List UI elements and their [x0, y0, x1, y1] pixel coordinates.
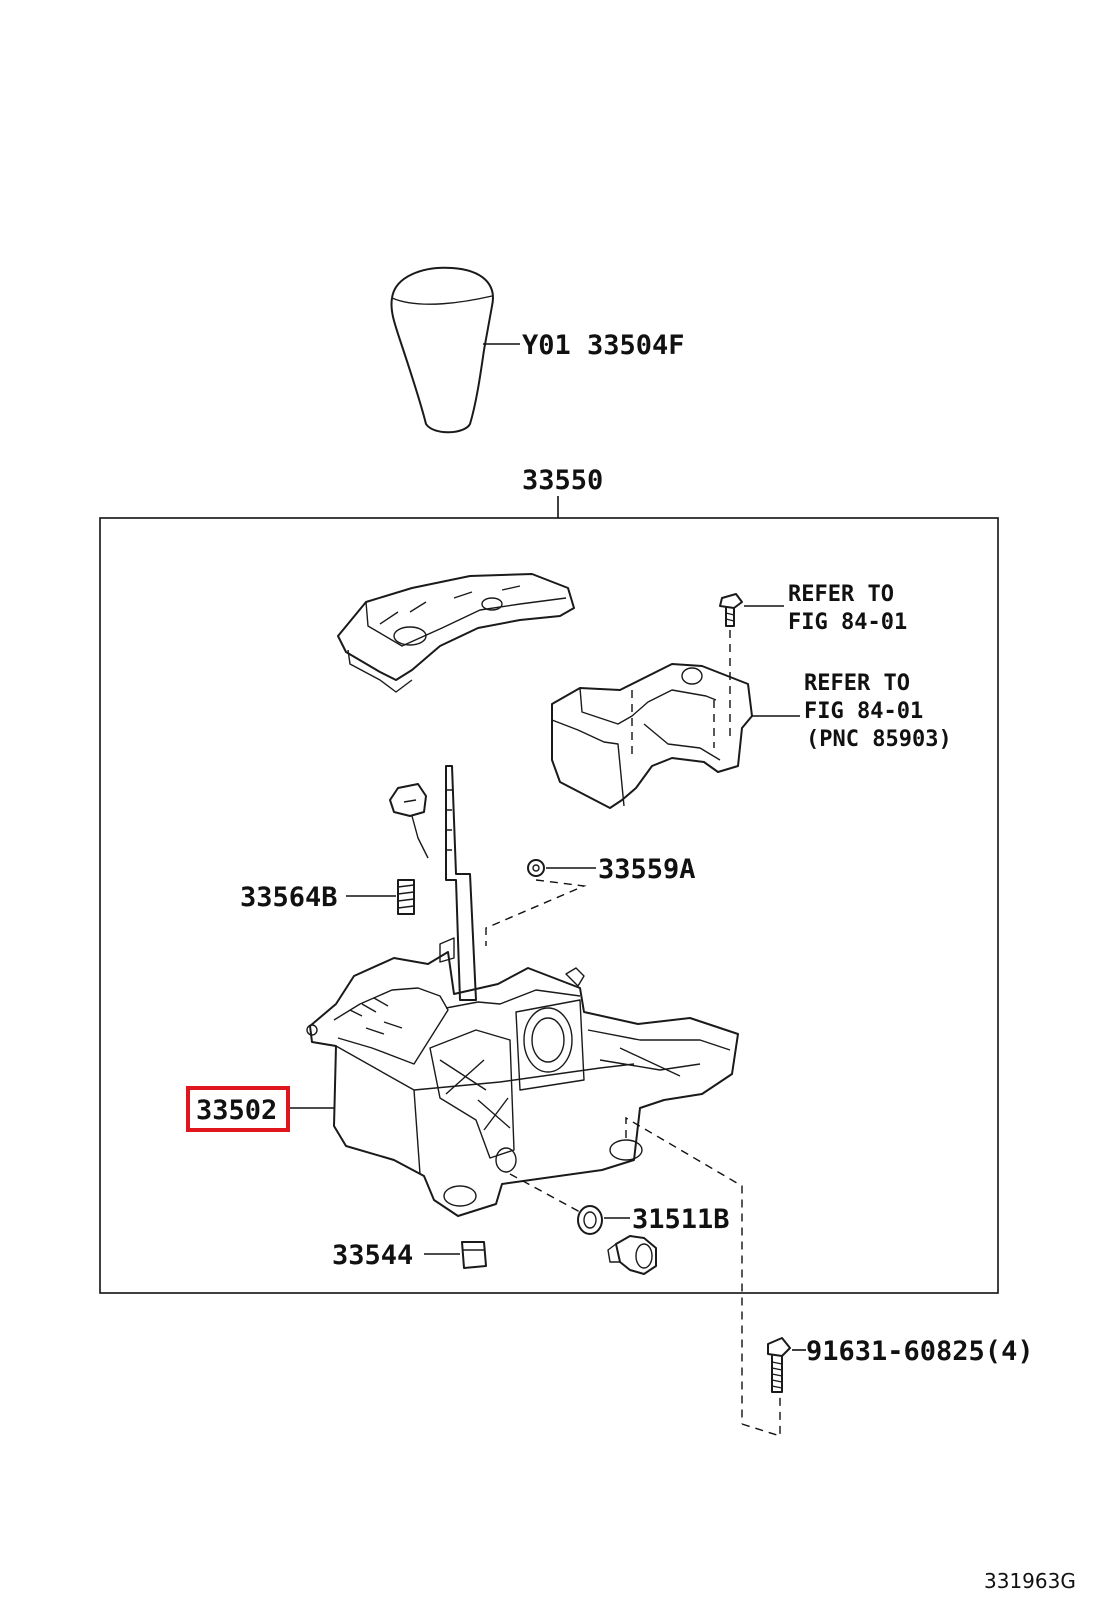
diagram-id: 331963G [984, 1569, 1076, 1593]
label-bushing: 31511B [632, 1204, 730, 1235]
label-knob: Y01 33504F [522, 330, 685, 361]
indicator-plate-part [337, 573, 575, 693]
screw-part [719, 593, 743, 627]
dash-pin [485, 879, 587, 946]
label-refer-screw-2: FIG 84-01 [788, 610, 907, 635]
dash-housing-to-bolt [625, 1116, 743, 1424]
assembly-frame [99, 517, 999, 1294]
dash-bushing [509, 1173, 581, 1213]
label-pin: 33559A [598, 854, 696, 885]
label-refer-screw-1: REFER TO [788, 582, 894, 607]
shift-lock-unit-part [551, 663, 753, 809]
pin-part [527, 859, 545, 877]
label-bolt: 91631-60825(4) [806, 1336, 1034, 1367]
label-spring: 33564B [240, 882, 338, 913]
dash-bolt-lower [741, 1396, 781, 1437]
shift-lever-housing-part [306, 937, 739, 1217]
label-housing: 33502 [196, 1095, 277, 1126]
stopper-part [461, 1241, 487, 1269]
label-assembly: 33550 [522, 465, 603, 496]
shift-lever-part [445, 765, 477, 1001]
label-stopper: 33544 [332, 1240, 413, 1271]
spring-part [397, 879, 415, 915]
shift-knob-part [390, 266, 494, 434]
bushing-part [577, 1205, 603, 1235]
clip-part [389, 783, 429, 859]
label-refer-unit-2: FIG 84-01 [804, 699, 923, 724]
label-refer-unit-3: (PNC 85903) [806, 727, 952, 752]
bolt-part [767, 1337, 791, 1393]
highlight-box [186, 1086, 290, 1132]
collar-bolt-part [607, 1235, 657, 1275]
label-refer-unit-1: REFER TO [804, 671, 910, 696]
